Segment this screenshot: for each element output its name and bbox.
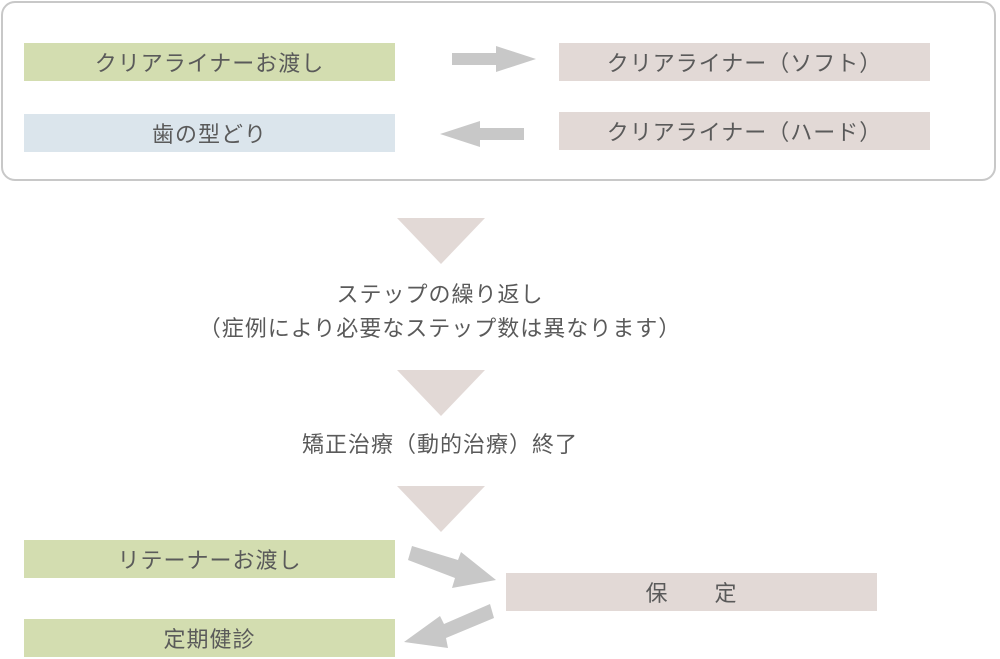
diagonal-down-right-arrow-icon	[408, 546, 496, 588]
right-arrow-icon	[452, 46, 536, 72]
cycle-frame	[1, 1, 996, 181]
clear-aligner-handover-label: クリアライナーお渡し	[94, 52, 325, 77]
clear-aligner-soft-label: クリアライナー（ソフト）	[606, 52, 883, 77]
diagonal-up-left-arrow-icon	[404, 604, 494, 648]
retainer-handover-label: リテーナーお渡し	[117, 549, 302, 574]
clear-aligner-handover-box: クリアライナーお渡し	[24, 43, 395, 81]
down-triangle-icon	[397, 486, 485, 532]
clear-aligner-soft-box: クリアライナー（ソフト）	[559, 43, 930, 81]
step-repeat-note: （症例により必要なステップ数は異なります）	[198, 317, 682, 342]
regular-checkup-box: 定期健診	[24, 619, 395, 657]
clear-aligner-hard-label: クリアライナー（ハード）	[606, 121, 883, 146]
regular-checkup-label: 定期健診	[163, 628, 256, 653]
down-triangle-icon	[397, 370, 485, 416]
step-repeat-title: ステップの繰り返し	[336, 283, 544, 308]
retention-box: 保 定	[506, 573, 877, 611]
left-arrow-icon	[440, 121, 524, 147]
retention-label: 保 定	[645, 582, 738, 607]
retainer-handover-box: リテーナーお渡し	[24, 540, 395, 578]
impression-label: 歯の型どり	[151, 123, 267, 148]
impression-box: 歯の型どり	[24, 114, 395, 152]
clear-aligner-hard-box: クリアライナー（ハード）	[559, 112, 930, 150]
treatment-end-label: 矯正治療（動的治療）終了	[301, 433, 578, 458]
down-triangle-icon	[397, 218, 485, 264]
